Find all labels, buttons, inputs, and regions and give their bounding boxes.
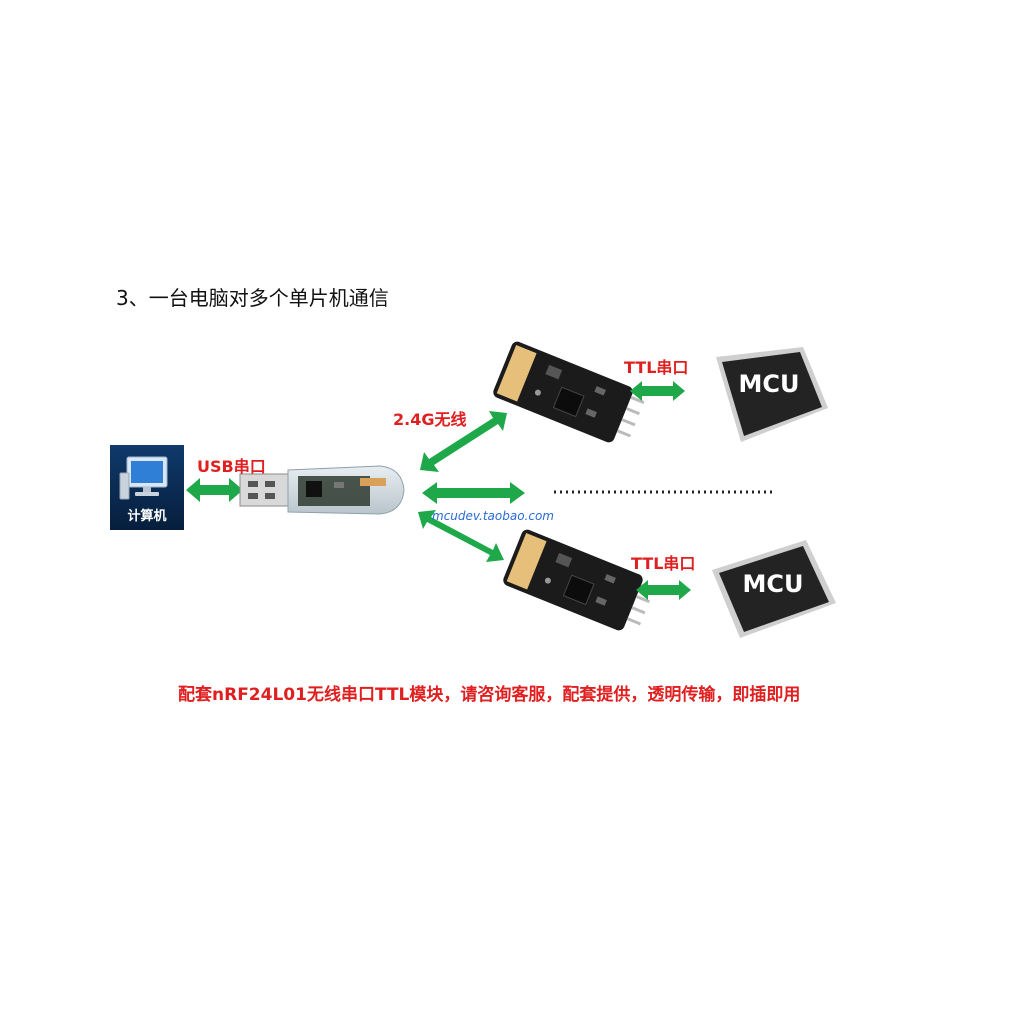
mcu-label-top-container: MCU: [726, 356, 812, 412]
mcu-label-bottom: MCU: [742, 570, 804, 598]
page-title: 3、一台电脑对多个单片机通信: [116, 286, 389, 310]
wireless-arrow-bottom: [418, 510, 504, 562]
computer-caption: 计算机: [127, 509, 167, 524]
mcu-label-bottom-container: MCU: [730, 556, 816, 612]
ttl-label-top: TTL串口: [624, 358, 689, 377]
watermark: mcudev.taobao.com: [432, 509, 554, 523]
usb-serial-arrow: [186, 478, 243, 502]
ttl-arrow-bottom: [636, 580, 691, 600]
wireless-module-bottom: [503, 529, 655, 631]
computer-node: 计算机: [110, 445, 184, 530]
wireless-arrow-top: [420, 411, 507, 472]
wireless-arrow-middle: [422, 482, 525, 504]
wireless-label: 2.4G无线: [393, 410, 467, 429]
ttl-label-bottom: TTL串口: [631, 554, 696, 573]
mcu-chip-top: [716, 347, 828, 442]
usb-dongle: [239, 465, 405, 515]
mcu-chip-bottom: [712, 540, 836, 638]
ttl-arrow-top: [630, 381, 685, 401]
usb-serial-label: USB串口: [197, 457, 266, 476]
mcu-label-top: MCU: [738, 370, 800, 398]
footer-note: 配套nRF24L01无线串口TTL模块，请咨询客服，配套提供，透明传输，即插即用: [178, 685, 801, 705]
wireless-module-top: [493, 341, 645, 443]
computer-monitor-icon: [119, 456, 168, 500]
